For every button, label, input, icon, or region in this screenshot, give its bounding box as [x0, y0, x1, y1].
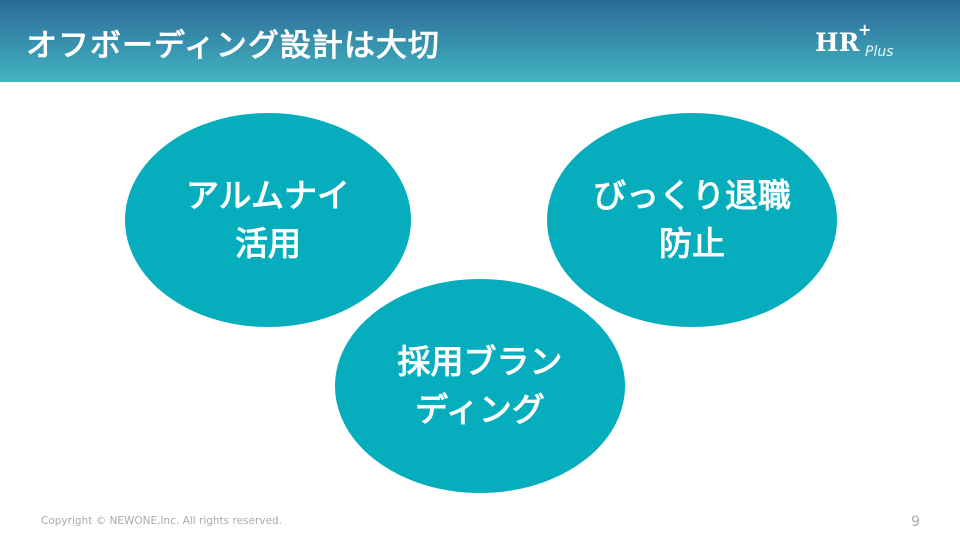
hrplus-logo: HR + Plus [815, 20, 894, 60]
copyright: Copyright © NEWONE,Inc. All rights reser… [41, 515, 282, 527]
ellipse-sudden-resignation: びっくり退職 防止 [547, 113, 837, 327]
ellipse-alumni: アルムナイ 活用 [125, 113, 411, 327]
logo-main: HR [815, 28, 860, 57]
header-bar: オフボーディング設計は大切 HR + Plus [0, 0, 960, 82]
ellipse-recruiting-branding: 採用ブラン ディング [335, 279, 625, 493]
page-number: 9 [911, 514, 920, 530]
logo-plus: + [858, 20, 872, 39]
logo-sub: Plus [865, 44, 894, 60]
slide-title: オフボーディング設計は大切 [26, 28, 440, 64]
